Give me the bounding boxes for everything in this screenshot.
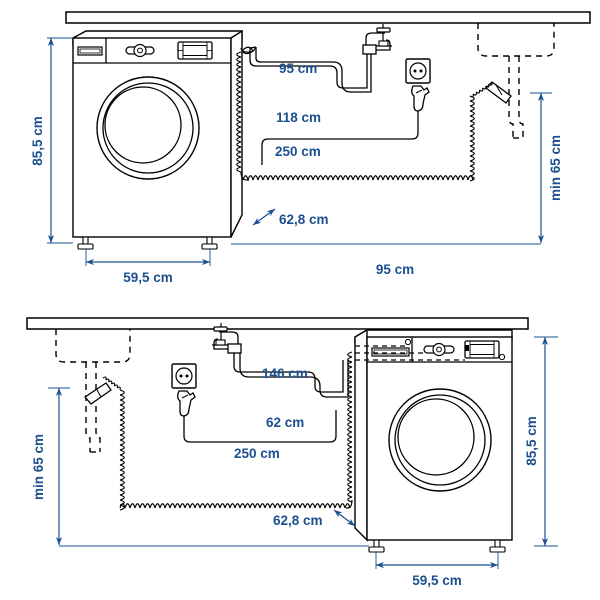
label-width-bottom: 59,5 cm bbox=[412, 573, 462, 588]
appliance-door-bottom bbox=[388, 388, 492, 492]
water-tap-top bbox=[362, 24, 392, 55]
label-height-bottom: 85,5 cm bbox=[524, 416, 539, 466]
sink-outline-bottom bbox=[55, 329, 131, 453]
label-width-top: 59,5 cm bbox=[123, 270, 173, 285]
program-dial-top bbox=[125, 43, 155, 58]
label-drain-hose-top: 250 cm bbox=[275, 144, 321, 159]
detergent-drawer-bottom bbox=[371, 347, 410, 357]
label-depth-top: 62,8 cm bbox=[279, 212, 329, 227]
program-dial-bottom bbox=[423, 342, 455, 357]
dimension-drain-height-bottom: min 65 cm bbox=[31, 387, 70, 545]
power-plug-top bbox=[411, 85, 430, 112]
label-drain-hose-bottom: 250 cm bbox=[234, 446, 280, 461]
washing-machine-top bbox=[72, 29, 243, 250]
sink-outline-top bbox=[477, 23, 555, 139]
dimension-run-top: 95 cm bbox=[231, 243, 541, 277]
dimension-width-bottom: 59,5 cm bbox=[375, 552, 499, 588]
drain-hose-end-top bbox=[469, 81, 512, 182]
label-drain-height-bottom: min 65 cm bbox=[31, 434, 46, 500]
water-tap-bottom bbox=[212, 323, 242, 354]
adjustable-foot-front-left-top bbox=[77, 236, 94, 250]
power-cord-top bbox=[261, 111, 419, 165]
countertop-top bbox=[65, 11, 591, 24]
label-height-top: 85,5 cm bbox=[30, 116, 45, 166]
label-inlet-hose-bottom: 146 cm bbox=[262, 366, 308, 381]
dimension-depth-top: 62,8 cm bbox=[252, 208, 329, 227]
dimension-width-top: 59,5 cm bbox=[85, 249, 211, 285]
label-inlet-hose-top: 95 cm bbox=[279, 61, 317, 76]
label-depth-bottom: 62,8 cm bbox=[273, 513, 323, 528]
washing-machine-bottom bbox=[354, 328, 513, 553]
label-power-cord-top: 118 cm bbox=[276, 110, 321, 125]
label-run-top: 95 cm bbox=[376, 262, 414, 277]
dimension-height-top: 85,5 cm bbox=[30, 37, 73, 244]
appliance-door-top bbox=[96, 76, 200, 180]
power-socket-bottom bbox=[171, 363, 197, 389]
label-drain-height-top: min 65 cm bbox=[548, 135, 563, 201]
inlet-hose-bottom bbox=[233, 353, 349, 398]
power-socket-top bbox=[405, 58, 431, 84]
drain-hose-top bbox=[236, 46, 474, 181]
countertop-bottom bbox=[26, 317, 529, 330]
adjustable-foot-front-right-top bbox=[201, 236, 218, 250]
dimension-drain-height-top: min 65 cm bbox=[530, 92, 563, 243]
power-cord-bottom bbox=[183, 410, 337, 443]
drain-hose-bottom bbox=[119, 351, 353, 509]
adjustable-foot-front-left-bottom bbox=[368, 539, 385, 553]
detergent-drawer-top bbox=[77, 46, 103, 56]
top-diagram: 85,5 cm 59,5 cm 62,8 cm 95 cm min 65 cm … bbox=[30, 11, 591, 285]
display-panel-bottom bbox=[464, 340, 506, 361]
drain-hose-end-bottom bbox=[84, 376, 125, 511]
dimension-height-bottom: 85,5 cm bbox=[524, 336, 558, 547]
adjustable-foot-front-right-bottom bbox=[489, 539, 506, 553]
display-panel-top bbox=[177, 41, 213, 60]
hose-routing-dashed-bottom bbox=[355, 345, 465, 361]
dimension-depth-bottom: 62,8 cm bbox=[273, 509, 356, 528]
bottom-diagram: min 65 cm 85,5 cm 59,5 cm 62,8 cm 146 cm… bbox=[26, 317, 558, 588]
power-plug-bottom bbox=[177, 390, 196, 417]
label-power-cord-bottom: 62 cm bbox=[266, 415, 304, 430]
